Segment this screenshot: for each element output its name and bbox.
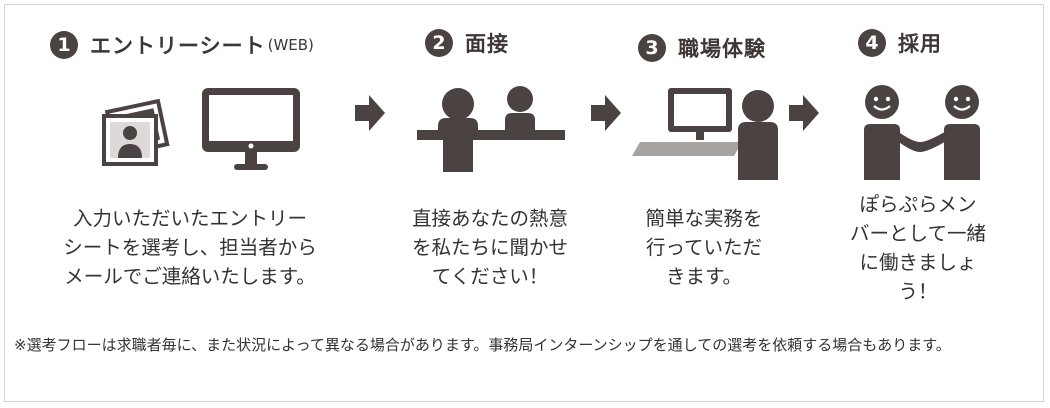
- step-2-description-line: 直接あなたの熱意: [411, 207, 568, 230]
- step-4-header: 4 採用: [858, 28, 942, 58]
- step-4-description-line: バーとして一緒: [850, 222, 986, 245]
- step-4-description-line: に働きましょ: [859, 251, 977, 274]
- step-3-title: 職場体験: [678, 37, 766, 61]
- photo-icon: [102, 98, 170, 166]
- step-3-number: 3: [638, 34, 666, 62]
- selection-flow-note: ※選考フローは求職者毎に、また状況によって異なる場合があります。事務局インターン…: [14, 336, 951, 354]
- step-2-description-line: てください！: [431, 265, 549, 288]
- step-1-number: 1: [50, 31, 78, 59]
- step-1-description-line: 入力いただいたエントリー: [72, 207, 307, 230]
- recruitment-flow-panel: [4, 4, 1044, 402]
- step-1-header: 1 エントリーシート (WEB): [50, 30, 314, 60]
- arrow-right-icon: [355, 95, 385, 131]
- step-4-number: 4: [858, 29, 886, 57]
- step-3-description-line: 行っていただ: [645, 236, 763, 259]
- step-3-description: 簡単な実務を 行っていただ きます。: [614, 204, 794, 291]
- step-2-header: 2 面接: [425, 28, 509, 58]
- interview-icon: [417, 86, 565, 172]
- arrow-right-icon: [591, 95, 621, 131]
- step-2-number: 2: [425, 29, 453, 57]
- step-4-description: ぽらぷらメン バーとして一緒 に働きましょ う！: [828, 190, 1008, 306]
- monitor-icon: [202, 88, 300, 170]
- step-3-header: 3 職場体験: [638, 33, 766, 63]
- step-2-description-line: を私たちに聞かせ: [411, 236, 568, 259]
- arrow-right-icon: [789, 95, 819, 131]
- step-3-description-line: きます。: [665, 265, 743, 288]
- step-1-suffix: (WEB): [267, 36, 314, 54]
- handshake-icon: [864, 85, 980, 180]
- workplace-icon: [632, 88, 778, 180]
- step-1-description: 入力いただいたエントリー シートを選考し、担当者から メールでご連絡いたします。: [40, 204, 340, 291]
- step-4-title: 採用: [898, 32, 942, 56]
- step-2-title: 面接: [465, 32, 509, 56]
- step-1-description-line: シートを選考し、担当者から: [63, 236, 317, 259]
- step-3-description-line: 簡単な実務を: [645, 207, 763, 230]
- step-1-title: エントリーシート: [90, 34, 266, 58]
- step-4-description-line: ぽらぷらメン: [859, 193, 977, 216]
- step-2-description: 直接あなたの熱意 を私たちに聞かせ てください！: [385, 204, 595, 291]
- step-1-description-line: メールでご連絡いたします。: [64, 265, 316, 288]
- step-4-description-line: う！: [898, 280, 938, 303]
